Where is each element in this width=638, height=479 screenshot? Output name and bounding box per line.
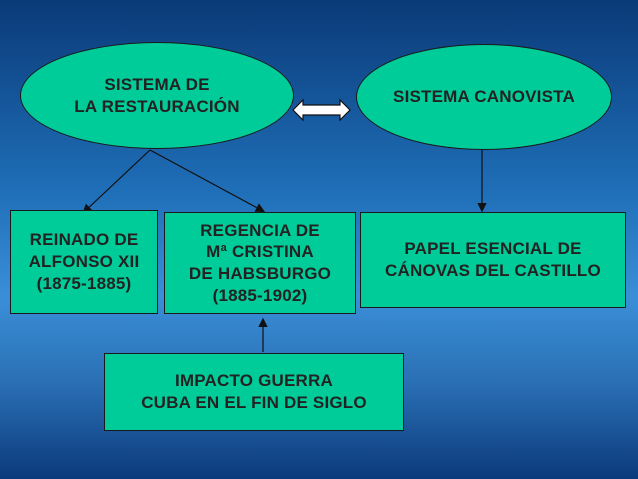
node-reinado-alfonso: REINADO DE ALFONSO XII (1875-1885)	[10, 210, 158, 314]
node-label: SISTEMA DE LA RESTAURACIÓN	[74, 74, 240, 116]
node-label: IMPACTO GUERRA CUBA EN EL FIN DE SIGLO	[141, 371, 367, 412]
double-arrow-icon	[292, 98, 351, 122]
node-label: PAPEL ESENCIAL DE CÁNOVAS DEL CASTILLO	[385, 239, 601, 280]
arrow-to-reinado	[82, 149, 151, 214]
node-label: REGENCIA DE Mª CRISTINA DE HABSBURGO (18…	[188, 220, 332, 305]
node-impacto-guerra: IMPACTO GUERRA CUBA EN EL FIN DE SIGLO	[104, 353, 404, 431]
node-sistema-canovista: SISTEMA CANOVISTA	[356, 44, 612, 150]
arrow-to-regencia	[149, 149, 266, 213]
node-label: SISTEMA CANOVISTA	[393, 87, 575, 107]
node-regencia-cristina: REGENCIA DE Mª CRISTINA DE HABSBURGO (18…	[164, 212, 356, 314]
node-sistema-restauracion: SISTEMA DE LA RESTAURACIÓN	[20, 42, 294, 149]
node-label: REINADO DE ALFONSO XII (1875-1885)	[28, 230, 140, 293]
node-papel-canovas: PAPEL ESENCIAL DE CÁNOVAS DEL CASTILLO	[360, 212, 626, 308]
